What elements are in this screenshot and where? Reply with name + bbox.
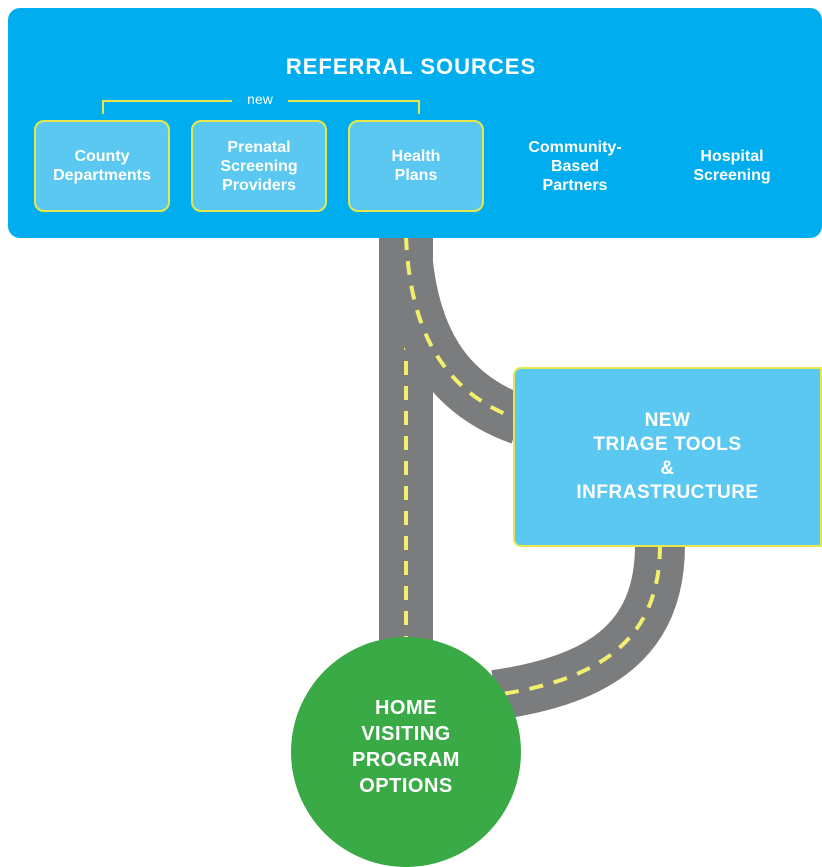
source-prenatal-screening-providers: Prenatal Screening Providers bbox=[191, 120, 327, 212]
referral-sources-title: REFERRAL SOURCES bbox=[285, 54, 537, 79]
triage-tools-box: NEW TRIAGE TOOLS & INFRASTRUCTURE bbox=[513, 367, 822, 547]
home-visiting-circle: HOME VISITING PROGRAM OPTIONS bbox=[291, 637, 521, 867]
source-label: Prenatal Screening Providers bbox=[220, 138, 298, 194]
source-county-departments: County Departments bbox=[34, 120, 170, 212]
source-health-plans: Health Plans bbox=[348, 120, 484, 212]
new-sources-label: new bbox=[232, 89, 288, 109]
triage-tools-label: NEW TRIAGE TOOLS & INFRASTRUCTURE bbox=[576, 410, 759, 503]
source-hospital-screening: Hospital Screening bbox=[662, 120, 802, 212]
source-label: Community- Based Partners bbox=[528, 138, 622, 194]
source-label: Hospital Screening bbox=[693, 148, 771, 184]
road-curve-to-home bbox=[491, 544, 685, 720]
road-curve-to-triage bbox=[381, 234, 529, 444]
source-community-based-partners: Community- Based Partners bbox=[505, 120, 645, 212]
source-label: Health Plans bbox=[391, 148, 441, 184]
home-visiting-label: HOME VISITING PROGRAM OPTIONS bbox=[352, 697, 460, 797]
source-label: County Departments bbox=[53, 148, 151, 184]
